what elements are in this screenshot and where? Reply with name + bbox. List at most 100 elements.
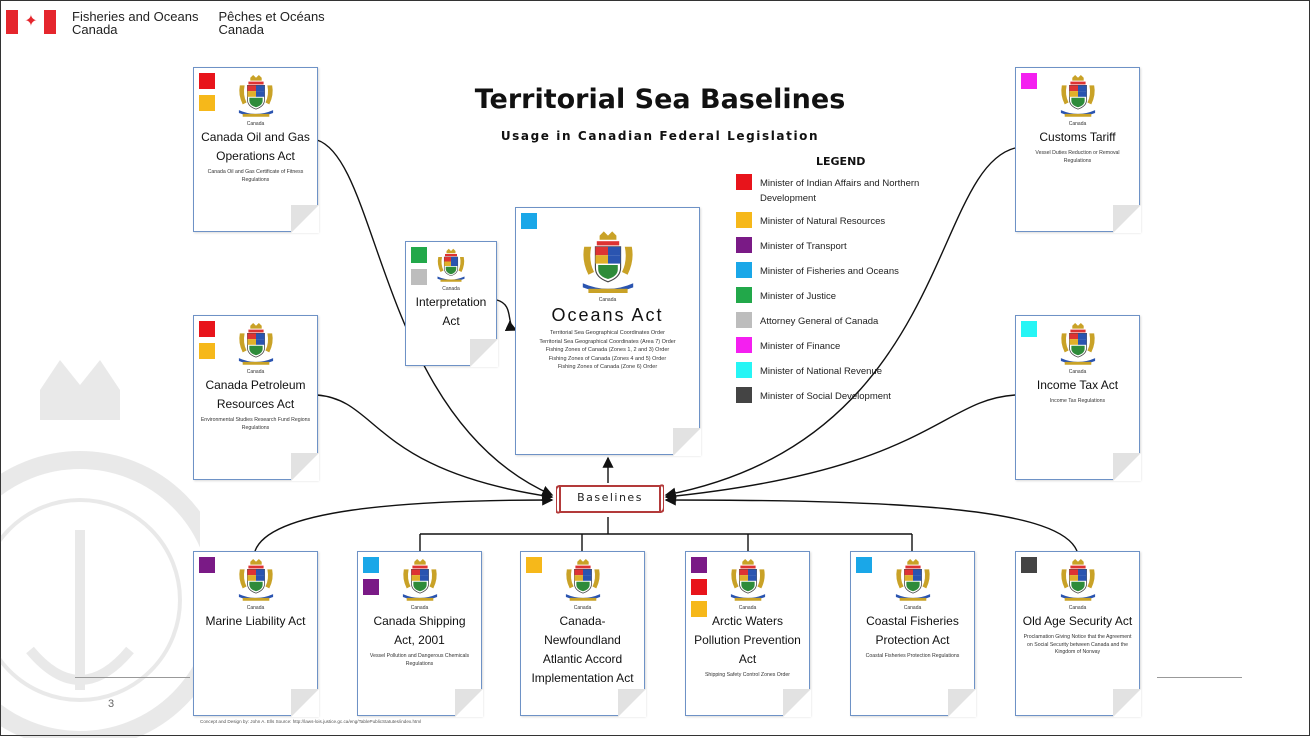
- document-regulations: Canada Oil and Gas Certificate of Fitnes…: [207, 169, 304, 183]
- legend-label: Attorney General of Canada: [760, 316, 879, 327]
- document-regulations: Shipping Safety Control Zones Order: [704, 672, 791, 678]
- legend-swatch: [736, 312, 752, 328]
- coat-of-arms-icon: [1059, 74, 1097, 123]
- ministry-color-square: [411, 269, 427, 285]
- page-curl: [455, 689, 483, 717]
- ministry-color-square: [691, 579, 707, 595]
- source-credit: Concept and Design by: John A. Ells Sour…: [200, 719, 422, 724]
- baselines-label: Baselines: [577, 491, 643, 504]
- page-curl: [618, 689, 646, 717]
- footer-divider-left: [75, 677, 190, 678]
- legend-item: Minister of Justice: [736, 287, 976, 312]
- coat-of-arms-icon: [237, 74, 275, 123]
- canada-label: Canada: [738, 604, 757, 611]
- page-curl: [1113, 205, 1141, 233]
- legend-swatch: [736, 212, 752, 228]
- canada-label: Canada: [246, 120, 265, 127]
- legend-swatch: [736, 337, 752, 353]
- ministry-color-square: [856, 557, 872, 573]
- page-curl: [1113, 453, 1141, 481]
- ministry-color-square: [199, 95, 215, 111]
- ministry-color-square: [363, 579, 379, 595]
- canada-label: Canada: [1068, 368, 1087, 375]
- legend-label: Minister of Fisheries and Oceans: [760, 266, 899, 277]
- document-regulations: Proclamation Giving Notice that the Agre…: [1023, 634, 1132, 655]
- legend-label: Minister of Transport: [760, 241, 847, 252]
- legend-label: Minister of Indian Affairs and Northern …: [760, 178, 920, 204]
- ministry-color-square: [199, 73, 215, 89]
- ministry-color-square: [199, 321, 215, 337]
- coat-of-arms-icon: [237, 322, 275, 371]
- legend-swatch: [736, 237, 752, 253]
- document-title: Customs Tariff: [1039, 129, 1116, 144]
- legend-item: Minister of Indian Affairs and Northern …: [736, 174, 976, 212]
- document-regulations: Environmental Studies Research Fund Regi…: [200, 417, 311, 431]
- canada-label: Canada: [903, 604, 922, 611]
- legend-label: Minister of Finance: [760, 341, 841, 352]
- page-number: 3: [108, 698, 115, 710]
- coat-of-arms-icon: [1059, 322, 1097, 371]
- document-title: Coastal Fisheries Protection Act: [866, 613, 959, 647]
- page-curl: [673, 428, 701, 456]
- legend-item: Minister of Natural Resources: [736, 212, 976, 237]
- canada-label: Canada: [246, 604, 265, 611]
- canada-label: Canada: [573, 604, 592, 611]
- ministry-color-square: [199, 557, 215, 573]
- legend-swatch: [736, 287, 752, 303]
- document-title: Canada Petroleum Resources Act: [205, 377, 306, 411]
- document-title: Interpretation Act: [415, 294, 487, 328]
- document-title: Oceans Act: [551, 305, 664, 326]
- ministry-color-square: [526, 557, 542, 573]
- document-regulations: Vessel Pollution and Dangerous Chemicals…: [369, 653, 470, 667]
- document-title: Income Tax Act: [1036, 377, 1119, 392]
- page-curl: [470, 339, 498, 367]
- legend-item: Minister of Fisheries and Oceans: [736, 262, 976, 287]
- legend-item: Attorney General of Canada: [736, 312, 976, 337]
- coat-of-arms-icon: [436, 248, 466, 288]
- ministry-color-square: [1021, 557, 1037, 573]
- ministry-color-square: [363, 557, 379, 573]
- ministry-color-square: [1021, 73, 1037, 89]
- legend-swatch: [736, 362, 752, 378]
- footer-divider-right: [1157, 677, 1242, 678]
- coat-of-arms-icon: [580, 230, 636, 299]
- baselines-scroll-icon: [556, 484, 664, 514]
- page-curl: [291, 689, 319, 717]
- diagram-subtitle: Usage in Canadian Federal Legislation: [500, 129, 820, 143]
- legend: Minister of Indian Affairs and Northern …: [736, 174, 976, 412]
- canada-label: Canada: [410, 604, 429, 611]
- canada-label: Canada: [246, 368, 265, 375]
- legend-label: Minister of Social Development: [760, 391, 891, 402]
- legend-swatch: [736, 262, 752, 278]
- document-title: Old Age Security Act: [1022, 613, 1133, 628]
- document-title: Canada Shipping Act, 2001: [373, 613, 466, 647]
- hydrographic-seal-watermark-icon: [0, 360, 200, 738]
- legend-label: Minister of Natural Resources: [760, 216, 886, 227]
- page-curl: [948, 689, 976, 717]
- diagram-title: Territorial Sea Baselines: [474, 84, 846, 115]
- document-regulations: Territorial Sea Geographical Coordinates…: [539, 330, 676, 370]
- legend-item: Minister of National Revenue: [736, 362, 976, 387]
- document-title: Marine Liability Act: [205, 613, 306, 628]
- legend-title: LEGEND: [816, 155, 866, 168]
- ministry-color-square: [199, 343, 215, 359]
- document-regulations: Income Tax Regulations: [1049, 398, 1106, 404]
- legend-swatch: [736, 174, 752, 190]
- page-curl: [783, 689, 811, 717]
- canada-label: Canada: [598, 297, 617, 304]
- ministry-color-square: [691, 601, 707, 617]
- page-curl: [1113, 689, 1141, 717]
- legend-swatch: [736, 387, 752, 403]
- canada-label: Canada: [1068, 604, 1087, 611]
- ministry-color-square: [691, 557, 707, 573]
- document-regulations: Vessel Duties Reduction or Removal Regul…: [1035, 150, 1120, 164]
- coat-of-arms-icon: [564, 558, 602, 607]
